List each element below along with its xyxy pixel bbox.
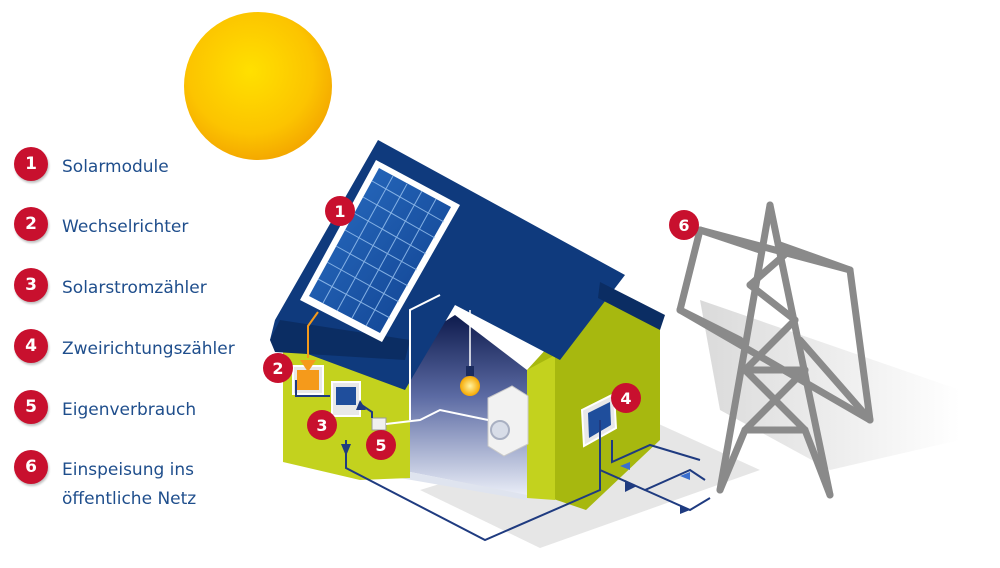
legend-badge: 5 [14,390,48,424]
callout-inverter: 2 [263,353,293,383]
callout-number-2: 2 [272,359,283,378]
outlet-box [371,417,387,431]
washing-machine [487,385,529,457]
legend-badge: 6 [14,450,48,484]
legend-item-5: 5 Eigenverbrauch [14,390,196,425]
roof-edge [270,320,410,360]
sun-illustration [184,12,332,160]
light-bulb [460,310,480,396]
legend-label: Solarstromzähler [62,278,207,298]
solar-panel [300,160,460,342]
legend-label-line: Einspeisung ins [62,460,195,480]
legend-badge: 2 [14,207,48,241]
legend-label: Solarmodule [62,157,169,177]
legend: 1 Solarmodule 2 Wechselrichter 3 Solarst… [0,0,260,568]
solar-meter-box [331,381,361,417]
legend-label: Wechselrichter [62,217,189,237]
legend-label: Eigenverbrauch [62,400,197,420]
callout-number-4: 4 [620,389,631,408]
legend-badge: 1 [14,147,48,181]
legend-item-1: 1 Solarmodule [14,147,169,182]
interior-floor [400,470,527,500]
legend-label: Zweirichtungszähler [62,339,235,359]
power-tower [676,201,874,499]
house-front-wall-right [527,355,555,500]
callout-solar-meter: 3 [307,410,337,440]
callout-grid-tower: 6 [669,210,699,240]
legend-badge: 4 [14,329,48,363]
callout-number-1: 1 [334,202,345,221]
legend-label: Einspeisung ins öffentliche Netz [62,456,196,514]
roof-right-edge [598,282,665,330]
callout-number-3: 3 [316,416,327,435]
flow-arrows [300,360,690,514]
callout-number-6: 6 [678,216,689,235]
callout-solar-panel: 1 [325,196,355,226]
legend-item-6: 6 Einspeisung ins öffentliche Netz [14,450,196,514]
callout-bidirectional-meter: 4 [611,383,641,413]
legend-label-line: öffentliche Netz [62,489,197,509]
legend-item-2: 2 Wechselrichter [14,207,188,242]
inverter-box [292,365,324,395]
legend-badge: 3 [14,268,48,302]
callout-self-consumption: 5 [366,430,396,460]
legend-item-4: 4 Zweirichtungszähler [14,329,235,364]
legend-item-3: 3 Solarstromzähler [14,268,207,303]
callout-number-5: 5 [375,436,386,455]
